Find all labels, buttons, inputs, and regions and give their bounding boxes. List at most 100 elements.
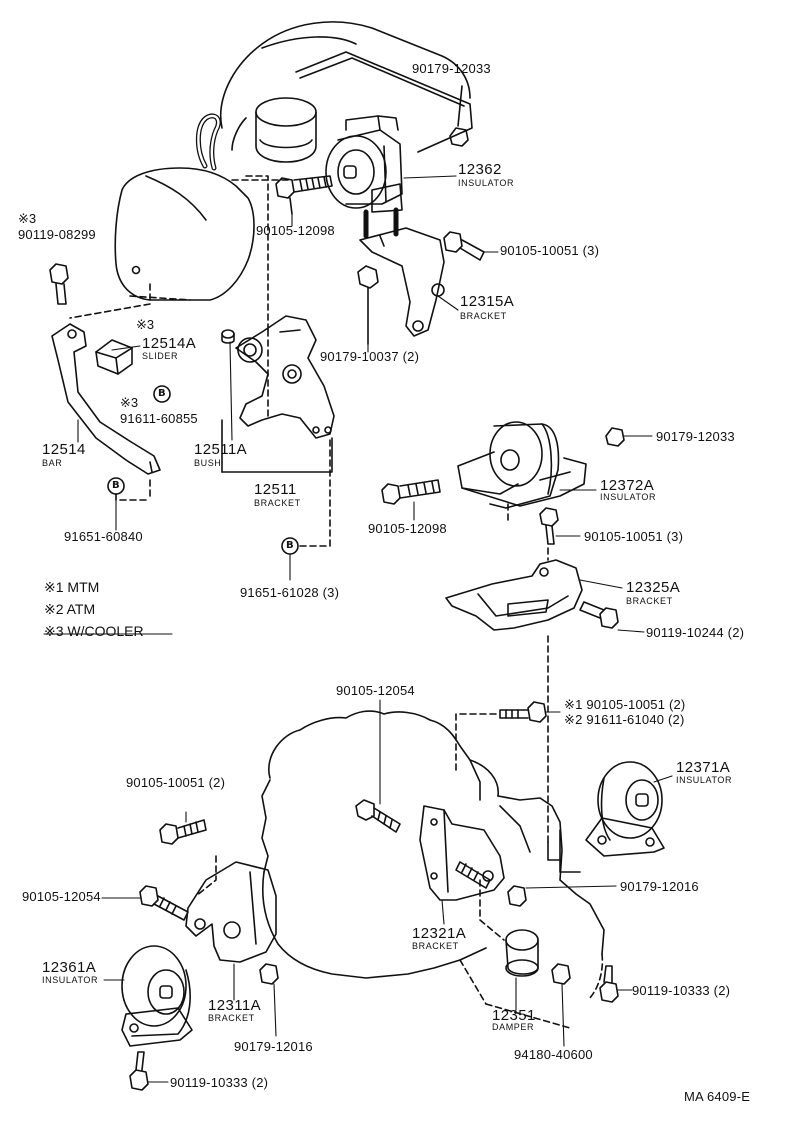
label-90105-12054-left: 90105-12054 [22, 889, 101, 904]
label-12362: 12362 [458, 161, 502, 178]
label-mtm-bolt: ※1 90105-10051 (2) [564, 697, 686, 712]
bracket-12311a [185, 861, 277, 963]
nut-10037 [357, 265, 379, 345]
label-12361a-desc: INSULATOR [42, 975, 99, 985]
label-12321a: 12321A [412, 925, 467, 942]
label-90119-08299: 90119-08299 [18, 227, 96, 242]
assembly-dash-lines-top [69, 175, 291, 421]
bolt-12098-mid [381, 479, 441, 505]
footer-code: MA 6409-E [684, 1089, 751, 1104]
label-90105-10051-left: 90105-10051 (2) [126, 775, 226, 790]
slider-12514a [95, 339, 133, 375]
label-90105-10051-top: 90105-10051 (3) [500, 243, 600, 258]
insulator-12361a [121, 945, 193, 1047]
bolt-12054-left [139, 885, 189, 921]
insulator-12372a [457, 421, 587, 509]
bolt-08299 [49, 263, 69, 305]
b-badge-text-61028: B [286, 540, 294, 551]
bolt-12054-top [355, 799, 401, 833]
insulator-12371a [585, 761, 665, 857]
bracket-12511-leaders [221, 419, 333, 473]
bracket-12511 [235, 315, 335, 439]
label-12351-desc: DAMPER [492, 1022, 535, 1032]
label-90179-10037: 90179-10037 (2) [320, 349, 420, 364]
label-12361a: 12361A [42, 959, 97, 976]
bolt-10051-mid [539, 507, 559, 545]
label-12511a: 12511A [194, 441, 248, 458]
b-badge-text-60840: B [112, 480, 120, 491]
label-12311a-desc: BRACKET [208, 1013, 255, 1023]
label-12372a-desc: INSULATOR [600, 492, 657, 502]
stud-12321a [455, 861, 491, 889]
nut-12016-bottom [259, 963, 279, 985]
bush-12511a [221, 329, 235, 344]
label-12372a: 12372A [600, 477, 655, 494]
label-90105-12098-top: 90105-12098 [256, 223, 335, 238]
label-12311a: 12311A [208, 997, 262, 1014]
label-12325a: 12325A [626, 579, 681, 596]
bolt-10051-left [159, 819, 207, 845]
label-90119-10333-right: 90119-10333 (2) [632, 983, 731, 998]
bolt-10244 [579, 601, 619, 629]
label-90179-12033-mid: 90179-12033 [656, 429, 735, 444]
legend-cooler: ※3 W/COOLER [44, 623, 144, 639]
label-12362-desc: INSULATOR [458, 178, 515, 188]
label-90119-10244: 90119-10244 (2) [646, 625, 745, 640]
bracket-12321a [419, 805, 505, 901]
label-91651-60840: 91651-60840 [64, 529, 143, 544]
bolt-12098-top [275, 175, 333, 215]
legend-mtm: ※1 MTM [44, 579, 100, 595]
label-12514: 12514 [42, 441, 86, 458]
b-badge-60855 [153, 385, 171, 403]
label-12321a-desc: BRACKET [412, 941, 459, 951]
label-12511: 12511 [254, 481, 297, 498]
label-90179-12016-bottom: 90179-12016 [234, 1039, 313, 1054]
label-12351: 12351 [492, 1007, 536, 1024]
label-90105-12054-top: 90105-12054 [336, 683, 415, 698]
label-91611-60855: 91611-60855 [120, 411, 198, 426]
bracket-12315a [359, 227, 445, 337]
bolt-10333-right [599, 965, 619, 1003]
label-12371a: 12371A [676, 759, 731, 776]
label-cooler-mark-b: ※3 [136, 317, 155, 332]
mtm-atm-bolt [499, 701, 547, 723]
label-12511a-desc: BUSH [194, 458, 222, 468]
bolt-10051-top [443, 231, 485, 261]
mid-dash-lines [507, 499, 549, 843]
bolt-10333-bottom [129, 1051, 149, 1091]
washer-40600 [551, 963, 571, 985]
engine-outline [195, 21, 473, 171]
nut-12016-right [507, 885, 527, 907]
transmission-outline [261, 710, 605, 1001]
label-90179-12033-top: 90179-12033 [412, 61, 491, 76]
damper-12351 [505, 929, 539, 977]
legend-atm: ※2 ATM [44, 601, 96, 617]
label-12514a-desc: SLIDER [142, 351, 179, 361]
bar-12514 [51, 323, 161, 475]
label-12514-desc: BAR [42, 458, 63, 468]
label-94180-40600: 94180-40600 [514, 1047, 593, 1062]
label-12514a: 12514A [142, 335, 197, 352]
label-12511-desc: BRACKET [254, 498, 301, 508]
label-12371a-desc: INSULATOR [676, 775, 733, 785]
lower-dash-lines [195, 713, 571, 1029]
label-12325a-desc: BRACKET [626, 596, 673, 606]
bracket-12325a [445, 559, 583, 631]
label-12315a: 12315A [460, 293, 515, 310]
label-90119-10333-bottom: 90119-10333 (2) [170, 1075, 269, 1090]
b-badge-text-60855: B [158, 388, 166, 399]
label-cooler-mark-c: ※3 [120, 395, 139, 410]
leader-lines [43, 175, 673, 1083]
engine-side-block [114, 167, 255, 301]
label-90105-10051-mid: 90105-10051 (3) [584, 529, 684, 544]
label-90105-12098-mid: 90105-12098 [368, 521, 447, 536]
label-91651-61028: 91651-61028 (3) [240, 585, 340, 600]
label-90179-12016-right: 90179-12016 [620, 879, 699, 894]
label-cooler-mark-a: ※3 [18, 211, 37, 226]
label-atm-bolt: ※2 91611-61040 (2) [564, 712, 685, 727]
nut-12033-top [449, 85, 469, 147]
nut-12033-mid [605, 427, 625, 447]
insulator-12362 [325, 115, 403, 239]
label-12315a-desc: BRACKET [460, 311, 507, 321]
